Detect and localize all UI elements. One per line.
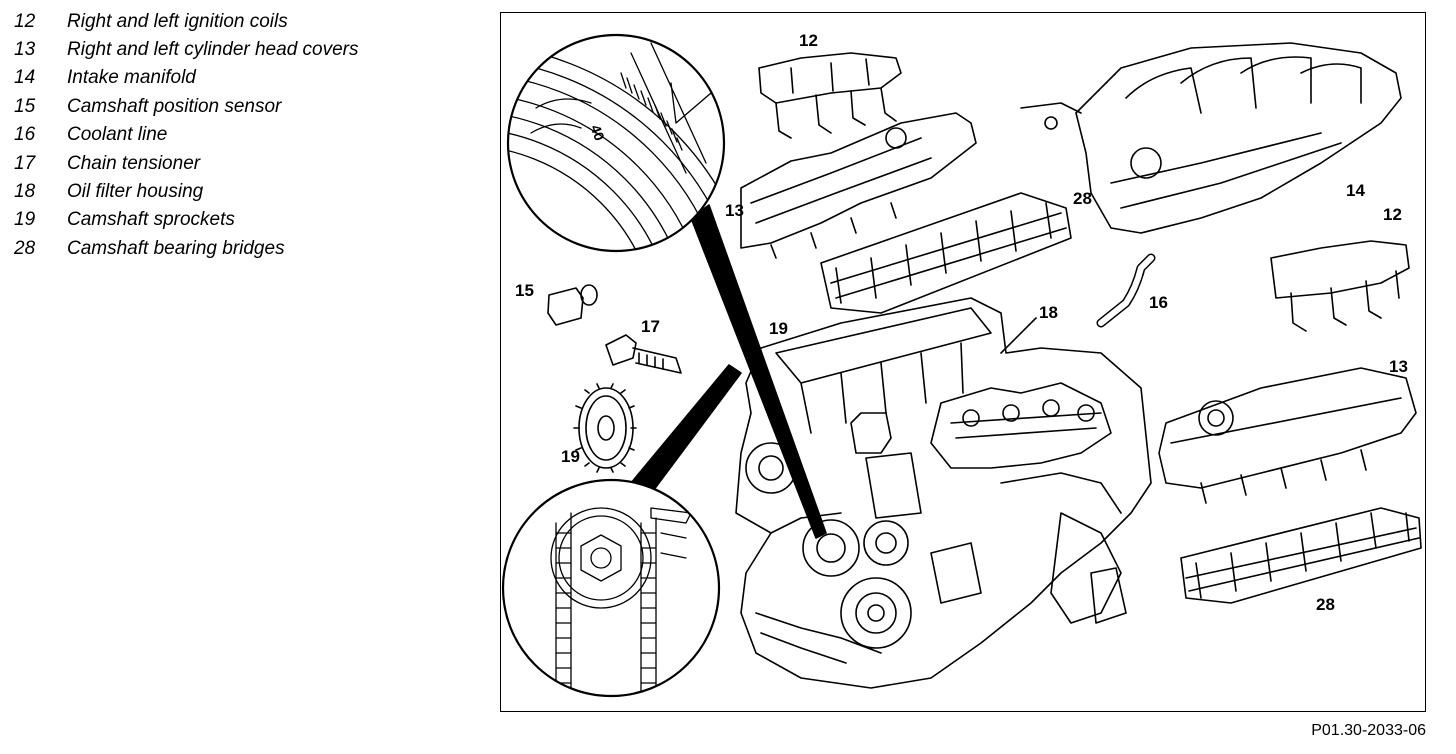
callout-18: 18 [1039, 303, 1058, 322]
camshaft-position-sensor [547, 284, 598, 326]
legend-label: Chain tensioner [67, 153, 201, 174]
intake-manifold [1020, 42, 1402, 234]
legend-label: Camshaft sprockets [67, 209, 235, 230]
camshaft-sprocket-loose [573, 383, 637, 473]
callout-14: 14 [1346, 181, 1365, 200]
coolant-line-fill [1098, 255, 1154, 326]
legend-label: Coolant line [67, 124, 168, 145]
cylinder-head-cover-left [740, 112, 977, 259]
callout-28-top: 28 [1073, 189, 1092, 208]
callout-12-right: 12 [1383, 205, 1402, 224]
camshaft-bearing-bridges-upper [820, 192, 1072, 314]
figure-reference-code: P01.30-2033-06 [1311, 722, 1426, 739]
engine-block [735, 297, 1152, 689]
callout-15: 15 [515, 281, 534, 300]
legend-number: 17 [14, 153, 36, 174]
legend-label: Right and left ignition coils [67, 11, 288, 32]
legend-number: 16 [14, 124, 36, 145]
legend-label: Camshaft position sensor [67, 96, 282, 117]
magnifier-leader-top [690, 204, 827, 539]
legend-label: Right and left cylinder head covers [67, 39, 359, 60]
legend-label: Camshaft bearing bridges [67, 238, 285, 259]
callout-19-lower: 19 [561, 447, 580, 466]
callout-12-top: 12 [799, 31, 818, 50]
callout-13-right: 13 [1389, 357, 1408, 376]
callout-19-upper: 19 [769, 319, 788, 338]
callout-16: 16 [1149, 293, 1168, 312]
legend-number: 28 [14, 238, 36, 259]
ignition-coils-right [1270, 240, 1410, 332]
magnifier-leader-bottom [630, 364, 742, 492]
camshaft-bearing-bridges-lower [1180, 507, 1422, 604]
diagram-drawing: 40 [501, 33, 1422, 698]
legend-number: 14 [14, 67, 36, 88]
legend-number: 19 [14, 209, 36, 230]
dial-mark-label: 40 [588, 123, 608, 143]
callout-leader-18 [1000, 317, 1037, 354]
legend-label: Oil filter housing [67, 181, 204, 202]
ignition-coils-left [758, 52, 902, 139]
legend-number: 18 [14, 181, 36, 202]
legend-number: 15 [14, 96, 36, 117]
cylinder-head-cover-right [1158, 367, 1417, 504]
engine-exploded-diagram: 40 [500, 12, 1426, 712]
timing-mark-detail: 40 [506, 33, 726, 253]
timing-chain-detail [501, 478, 721, 698]
legend-number: 13 [14, 39, 36, 60]
legend-label: Intake manifold [67, 67, 196, 88]
chain-tensioner [605, 334, 682, 374]
legend-number: 12 [14, 11, 36, 32]
callout-28-bottom: 28 [1316, 595, 1335, 614]
callout-13-left: 13 [725, 201, 744, 220]
callout-17: 17 [641, 317, 660, 336]
